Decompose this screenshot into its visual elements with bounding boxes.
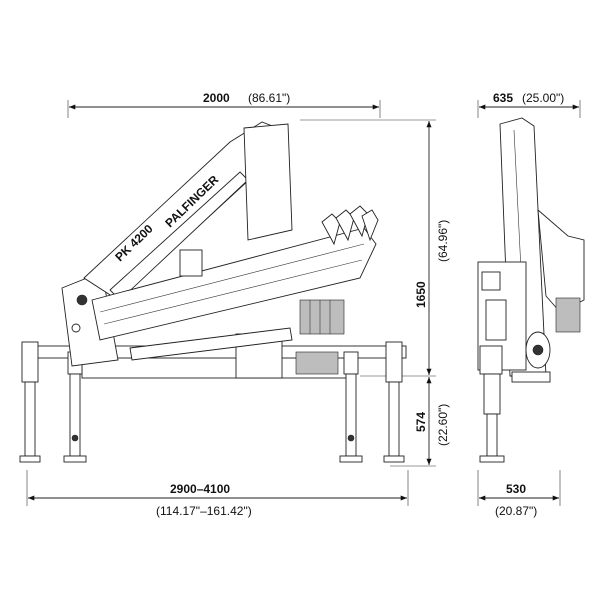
side-base-width-imperial: (20.87") <box>495 504 537 518</box>
boom-cylinder-lower <box>129 327 293 361</box>
outrigger-right-inner <box>339 351 363 463</box>
height-upper-imperial: (64.96") <box>436 220 450 262</box>
side-top-width-imperial: (25.00") <box>522 91 564 105</box>
crane-front-view: PK 4200 PALFINGER <box>19 121 407 463</box>
outrigger-left <box>19 341 41 463</box>
dim-height: 1650 (64.96") 574 (22.60") <box>300 119 450 467</box>
height-lower-imperial: (22.60") <box>436 404 450 446</box>
extension-booms <box>91 227 377 341</box>
boom-heads <box>321 205 379 246</box>
side-boom-heads <box>537 208 585 313</box>
outer-boom-arm <box>243 123 293 241</box>
height-lower-value: 574 <box>414 412 428 432</box>
outrigger-right <box>383 341 405 463</box>
outrigger-span-imperial: (114.17"–161.42") <box>156 504 252 518</box>
dim-boom-reach: 2000 (86.61") <box>67 91 381 118</box>
side-base-width-value: 530 <box>506 482 526 496</box>
boom-reach-value: 2000 <box>203 91 230 105</box>
side-top-width-value: 635 <box>493 91 513 105</box>
dim-side-base-width: 530 (20.87") <box>477 470 561 518</box>
height-upper-value: 1650 <box>414 281 428 308</box>
outrigger-span-value: 2900–4100 <box>170 482 230 496</box>
dim-side-top-width: 635 (25.00") <box>477 91 581 118</box>
side-leg-left <box>479 373 505 463</box>
boom-reach-imperial: (86.61") <box>248 91 290 105</box>
control-valve <box>299 299 345 335</box>
dim-outrigger-span: 2900–4100 (114.17"–161.42") <box>26 470 409 518</box>
crane-side-view <box>477 117 585 463</box>
